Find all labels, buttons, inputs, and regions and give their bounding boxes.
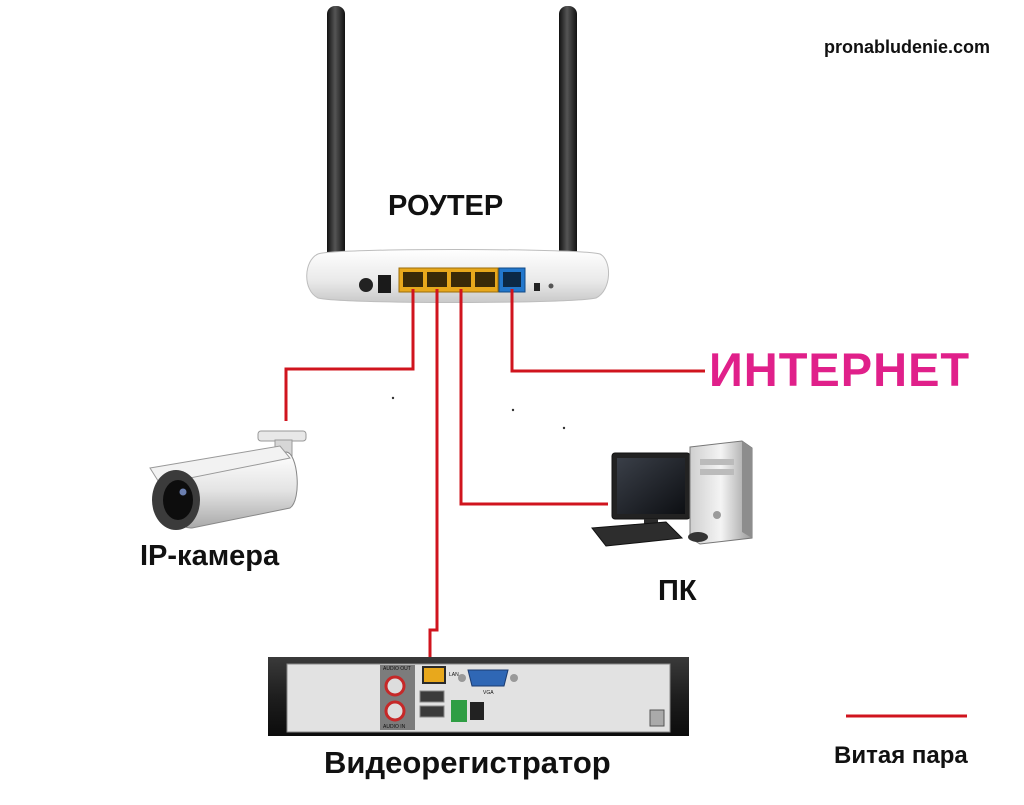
pc-mouse [688,532,708,542]
nvr-dc-jack [470,702,484,720]
cable-router-to-internet [510,289,705,373]
watermark: pronabludenie.com [824,37,991,57]
legend-label: Витая пара [834,742,968,769]
nvr-label: Видеорегистратор [324,745,611,780]
cable-router-to-camera [284,289,415,421]
router-power-jack [359,278,373,292]
nvr-audio-out-text: AUDIO OUT [383,666,411,672]
camera-lens [163,480,193,520]
pc-tower [689,440,753,545]
nvr-vga-port [467,669,509,687]
nvr-usb-port-2 [419,705,445,718]
nvr-usb-port-1 [419,690,445,703]
nvr-audio-in-jack [384,700,406,722]
nvr-lan-port [422,666,446,684]
nvr-terminal-block [451,700,467,722]
nvr: AUDIO OUT AUDIO IN LAN VGA [268,657,689,736]
router-lan-ports [398,267,499,293]
router-lan-port-2 [427,272,447,287]
internet-label: ИНТЕРНЕТ [709,343,971,396]
cables [284,289,705,668]
router-lan-port-4 [475,272,495,287]
camera-lens-glint [179,488,187,496]
pc [591,440,753,547]
cable-router-to-pc [459,289,608,506]
router-antenna-left [327,6,345,296]
camera-label: IP-камера [140,540,280,572]
router-lan-port-3 [451,272,471,287]
pc-label: ПК [658,575,697,607]
nvr-audio-in-text: AUDIO IN [383,724,406,730]
router-power-button [378,275,391,293]
pc-monitor [611,452,691,529]
specks [391,396,566,430]
cable-router-to-nvr [428,289,439,668]
pc-keyboard [591,521,684,547]
router-reset-button [534,283,540,291]
nvr-vga-text: VGA [483,690,494,696]
nvr-audio-out-jack [384,675,406,697]
nvr-lan-text: LAN [449,672,459,678]
router-wan-port [498,267,526,293]
router-antenna-right [559,6,577,296]
router [306,6,609,303]
router-label: РОУТЕР [388,190,504,222]
router-led [548,283,554,289]
nvr-fan-screw [649,709,665,727]
router-lan-port-1 [403,272,423,287]
ip-camera [149,430,307,530]
